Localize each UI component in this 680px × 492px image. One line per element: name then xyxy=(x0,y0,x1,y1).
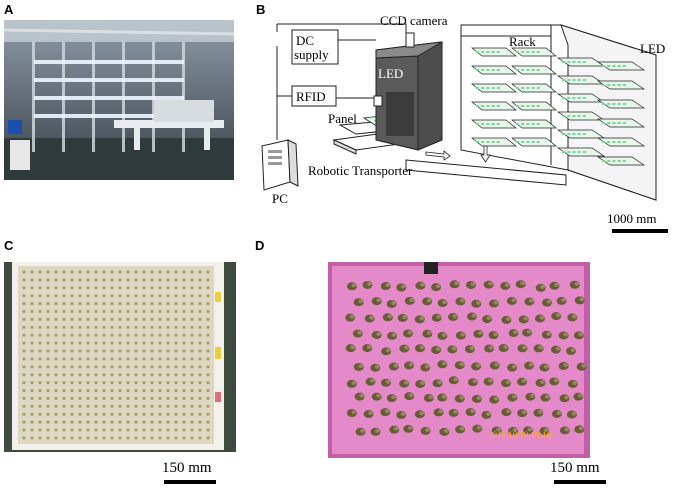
pc-icon xyxy=(261,139,299,191)
transport-arrows xyxy=(425,145,491,163)
system-diagram: DC supply RFID PC CCD camera LED Panel R… xyxy=(261,13,668,233)
led-rack-label: LED xyxy=(640,41,665,56)
rack-trays xyxy=(471,47,646,166)
pc-label: PC xyxy=(272,191,288,206)
scale-label-b: 1000 mm xyxy=(607,211,656,226)
scale-bar-d xyxy=(554,480,606,484)
dc-label: DC xyxy=(296,33,314,48)
photo-timestamp: 2013.10.20 10:16 xyxy=(488,430,552,440)
rfid-box xyxy=(291,85,337,107)
pink-panel-photo: 2013.10.20 10:16 xyxy=(328,262,590,458)
scale-bar-b xyxy=(612,229,668,233)
seedling-tray-photo xyxy=(4,262,236,452)
ccd-camera-label: CCD camera xyxy=(380,13,448,28)
robotic-transporter-label: Robotic Transporter xyxy=(308,163,413,178)
imaging-chamber xyxy=(373,32,443,151)
panel-label-c: C xyxy=(4,238,14,253)
panel-label-a: A xyxy=(4,2,14,17)
rfid-label: RFID xyxy=(296,89,326,104)
scale-label-d: 150 mm xyxy=(550,460,600,476)
supply-label: supply xyxy=(294,47,329,62)
scale-label-c: 150 mm xyxy=(162,460,212,476)
panel-label: Panel xyxy=(328,111,357,126)
panel-label-d: D xyxy=(255,238,265,253)
facility-photo xyxy=(4,20,234,180)
panel-label-b: B xyxy=(256,2,266,17)
scale-bar-c xyxy=(164,480,216,484)
rack-label: Rack xyxy=(509,34,536,49)
dc-supply-box xyxy=(291,29,339,65)
led-chamber-label: LED xyxy=(378,66,403,81)
